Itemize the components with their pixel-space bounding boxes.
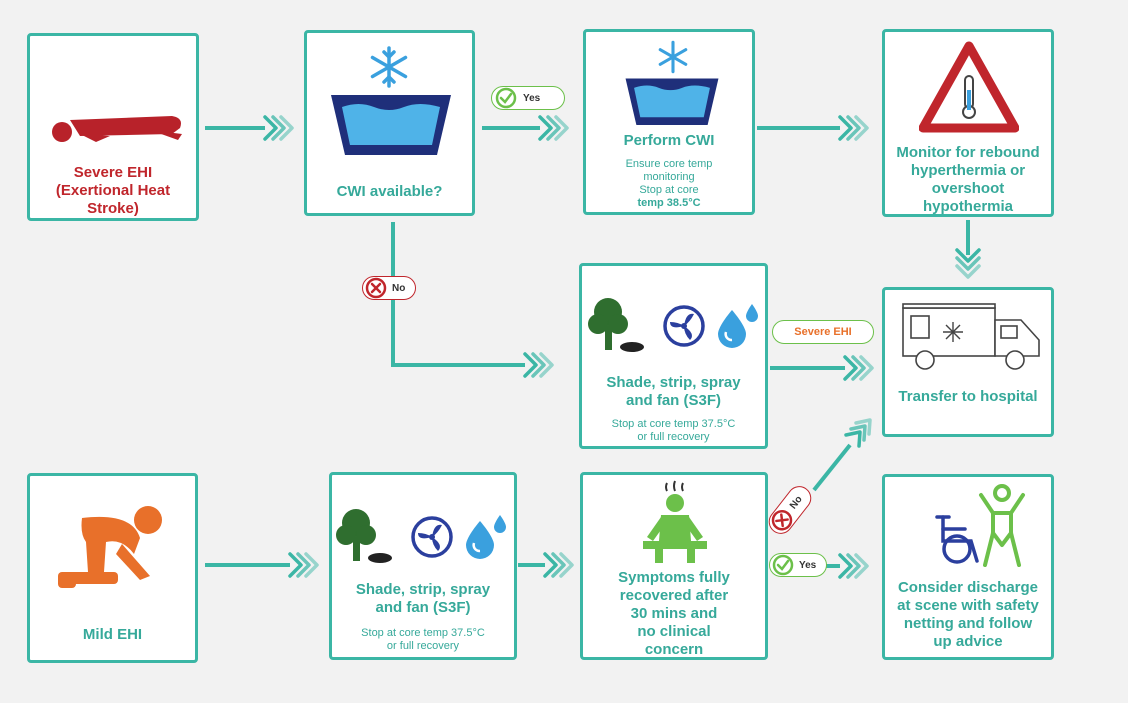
severe-ehi-label-2: (Exertional Heat	[55, 182, 171, 199]
node-s3f-top: Shade, strip, spray and fan (S3F) Stop a…	[579, 263, 768, 449]
s3f-bottom-label-2: and fan (S3F)	[375, 599, 471, 616]
s3f-top-label-1: Shade, strip, spray	[606, 374, 741, 391]
discharge-label-3: netting and follow	[903, 615, 1033, 632]
s3f-top-note-1: Stop at core temp 37.5°C	[611, 418, 736, 430]
severe-ehi-label-3: Stroke)	[87, 200, 139, 217]
cwi-available-label: CWI available?	[336, 183, 443, 200]
s3f-bottom-note-2: or full recovery	[386, 640, 460, 652]
node-mild-ehi: Mild EHI	[27, 473, 198, 663]
arrowhead-cwi-perform	[538, 115, 569, 141]
arrowhead-no-transfer	[844, 418, 872, 448]
perform-cwi-title: Perform CWI	[623, 132, 715, 149]
perform-cwi-line4: temp 38.5°C	[637, 197, 701, 209]
water-drops-icon	[718, 304, 758, 348]
snowflake-icon	[370, 46, 408, 88]
tree-icon	[336, 509, 392, 563]
badge-no-bottom: No	[763, 481, 817, 539]
cross-icon	[771, 509, 793, 531]
monitor-label-2: hyperthermia or	[910, 162, 1026, 179]
severe-ehi-label-1: Severe EHI	[73, 164, 153, 181]
node-symptoms: Symptoms fully recovered after 30 mins a…	[580, 472, 768, 660]
badge-yes-top: Yes	[491, 86, 565, 110]
tree-icon	[588, 298, 644, 352]
person-standing-icon	[979, 484, 1025, 567]
monitor-label-3: overshoot	[931, 180, 1005, 197]
monitor-label-1: Monitor for rebound	[896, 144, 1040, 161]
snowflake-icon	[658, 40, 688, 74]
node-monitor: Monitor for rebound hyperthermia or over…	[882, 29, 1054, 217]
s3f-bottom-note-1: Stop at core temp 37.5°C	[361, 627, 485, 639]
bath-icon	[331, 95, 451, 155]
s3f-top-note-2: or full recovery	[637, 431, 710, 443]
fan-icon	[411, 516, 453, 558]
s3f-top-label-2: and fan (S3F)	[625, 392, 721, 409]
water-drops-icon	[466, 515, 506, 559]
cross-icon	[365, 277, 387, 299]
symptoms-label-1: Symptoms fully	[618, 569, 730, 586]
arrowhead-s3f-symptoms	[543, 552, 574, 578]
perform-cwi-line2: monitoring	[643, 171, 695, 183]
perform-cwi-line3: Stop at core	[639, 184, 699, 196]
bath-icon	[625, 78, 719, 125]
monitor-label-4: hypothermia	[922, 198, 1013, 215]
arrowhead-s3f-transfer	[843, 355, 874, 381]
mild-ehi-label: Mild EHI	[82, 626, 143, 643]
person-lying-icon	[52, 116, 182, 142]
discharge-label-4: up advice	[933, 633, 1003, 650]
check-icon	[772, 554, 794, 576]
fan-icon	[663, 305, 705, 347]
node-discharge: Consider discharge at scene with safety …	[882, 474, 1054, 660]
discharge-label-1: Consider discharge	[897, 579, 1039, 596]
node-severe-ehi: Severe EHI (Exertional Heat Stroke)	[27, 33, 199, 221]
symptoms-label-2: recovered after	[619, 587, 729, 604]
symptoms-label-4: no clinical	[637, 623, 711, 640]
discharge-label-2: at scene with safety	[897, 597, 1039, 614]
s3f-bottom-label-1: Shade, strip, spray	[355, 581, 491, 598]
perform-cwi-line1: Ensure core temp	[625, 158, 713, 170]
ambulance-icon	[902, 303, 1040, 370]
person-crouching-icon	[58, 506, 162, 588]
arrowhead-no-s3f	[523, 352, 554, 378]
badge-yes-bottom-label: Yes	[799, 559, 817, 571]
arrowhead-severe-cwi	[263, 115, 294, 141]
badge-no-left-label: No	[392, 282, 406, 294]
badge-no-bottom-label: No	[787, 493, 805, 512]
arrowhead-perform-monitor	[838, 115, 869, 141]
edge-cwi-no-to-s3f	[391, 222, 525, 367]
transfer-label: Transfer to hospital	[898, 388, 1038, 405]
warning-thermometer-icon	[919, 41, 1019, 133]
node-cwi-available: CWI available?	[304, 30, 475, 216]
node-transfer: Transfer to hospital	[882, 287, 1054, 437]
arrowhead-monitor-transfer	[955, 248, 981, 279]
badge-yes-bottom: Yes	[769, 553, 827, 577]
wheelchair-icon	[935, 515, 979, 564]
symptoms-label-5: concern	[644, 641, 704, 658]
arrowhead-yes-discharge	[838, 553, 869, 579]
badge-severe-ehi-edge-label: Severe EHI	[794, 325, 852, 338]
badge-severe-ehi-edge: Severe EHI	[772, 320, 874, 344]
check-icon	[495, 87, 517, 109]
badge-yes-top-label: Yes	[523, 92, 541, 104]
edge-symptoms-no-to-transfer	[812, 443, 852, 492]
node-s3f-bottom: Shade, strip, spray and fan (S3F) Stop a…	[329, 472, 517, 660]
arrowhead-mild-s3f	[288, 552, 319, 578]
node-perform-cwi: Perform CWI Ensure core temp monitoring …	[583, 29, 755, 215]
symptoms-label-3: 30 mins and	[630, 605, 718, 622]
badge-no-left: No	[362, 276, 416, 300]
person-sitting-icon	[643, 480, 707, 563]
